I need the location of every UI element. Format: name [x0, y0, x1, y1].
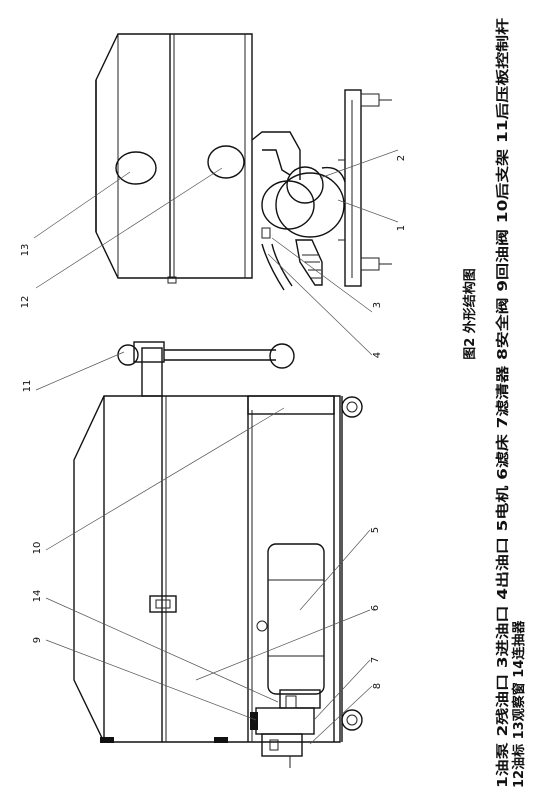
- oil-pump: [286, 166, 324, 204]
- pump-housing: [275, 172, 345, 238]
- callout-5: 5: [370, 527, 381, 533]
- foot-left: [100, 737, 114, 743]
- bolt-top: [360, 93, 380, 107]
- door-latch: [149, 595, 177, 613]
- callout-4: 4: [372, 352, 383, 358]
- lever-hub: [133, 341, 165, 363]
- legend-line-2: 12油标 13观察窗 14连抽器: [511, 620, 527, 788]
- safety-valve: [261, 733, 303, 757]
- callout-labels: 13 12 3 4 2 1 11 10 14 9 5 6 7 8: [20, 155, 407, 689]
- motor-terminal: [256, 620, 268, 632]
- callout-13: 13: [20, 244, 31, 257]
- mounting-plate: [344, 89, 362, 287]
- callout-6: 6: [370, 605, 381, 611]
- callout-1: 1: [396, 225, 407, 231]
- callout-2: 2: [396, 155, 407, 161]
- rear-press-plate-control-lever[interactable]: [117, 341, 295, 397]
- lever-handle: [269, 343, 295, 369]
- residual-oil-port: [261, 227, 271, 239]
- rear-support-top: [247, 395, 335, 415]
- wheel-bottom: [341, 709, 363, 731]
- callout-14: 14: [32, 590, 43, 603]
- side-view: [73, 341, 363, 768]
- pump-cover: [261, 180, 315, 230]
- foot-right: [214, 737, 228, 743]
- inlet-pipe: [261, 243, 285, 291]
- leader-lines-end-view: [33, 149, 399, 356]
- wheel-top: [341, 396, 363, 418]
- oil-level-gauge: [207, 145, 245, 179]
- motor: [267, 543, 325, 695]
- lever-knob: [117, 344, 139, 366]
- callout-10: 10: [32, 542, 43, 555]
- observation-window: [115, 151, 157, 185]
- leader-lines-side-view: [35, 351, 373, 745]
- oil-outlet-nozzle: [295, 239, 323, 286]
- figure-caption: 图2 外形结构图: [462, 268, 478, 360]
- callout-3: 3: [372, 302, 383, 308]
- oil-filter: [255, 707, 315, 735]
- pump-flange: [321, 166, 346, 183]
- callout-7: 7: [370, 657, 381, 663]
- callout-9: 9: [32, 637, 43, 643]
- return-valve: [250, 712, 258, 730]
- lever-post: [141, 347, 163, 397]
- callout-8: 8: [372, 683, 383, 689]
- callout-12: 12: [20, 296, 31, 309]
- drain-plug: [167, 276, 177, 284]
- bolt-bottom: [360, 257, 380, 271]
- pump-bracket: [251, 131, 301, 180]
- pump-pipe: [262, 149, 291, 176]
- callout-11: 11: [22, 380, 33, 393]
- legend-line-1: 1油泵 2残油口 3进油口 4出油口 5电机 6滤床 7滤清器 8安全阀 9回油…: [495, 18, 511, 788]
- end-view: [95, 33, 392, 291]
